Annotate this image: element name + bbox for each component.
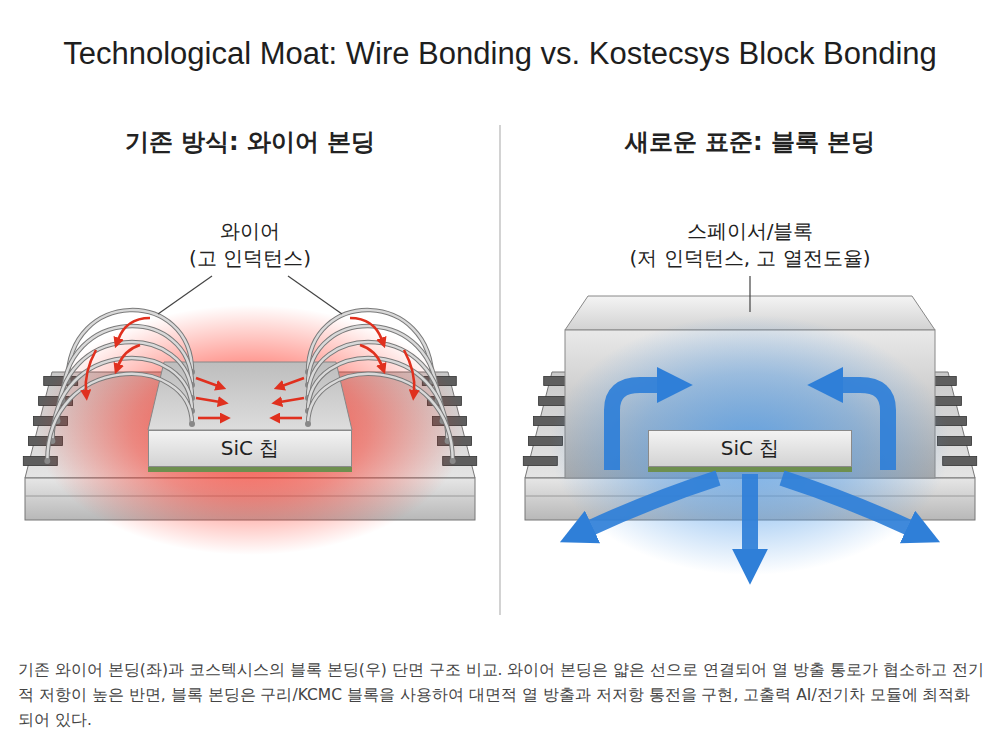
heat-flow-arrow <box>586 478 718 530</box>
heat-arrow <box>350 318 382 340</box>
bond-point <box>450 458 456 464</box>
chip-label: SiC 칩 <box>221 435 280 462</box>
heat-glow <box>35 305 465 555</box>
heat-arrow <box>86 350 96 392</box>
heat-arrow <box>196 398 220 402</box>
bond-wire-shadow <box>308 342 442 421</box>
bond-wire <box>308 342 442 421</box>
heat-arrow <box>278 417 302 420</box>
heat-arrows <box>86 318 415 418</box>
heat-arrow <box>404 350 414 392</box>
bond-point <box>44 458 50 464</box>
diagram-title: Technological Moat: Wire Bonding vs. Kos… <box>63 36 937 72</box>
heat-arrow <box>118 345 140 366</box>
chip-box: SiC 칩 <box>648 430 852 467</box>
leader-line <box>288 276 342 314</box>
die-attach-layer <box>648 467 852 472</box>
bond-wire-shadow <box>52 358 192 441</box>
heat-arrow <box>118 318 150 340</box>
panel-heading: 새로운 표준: 블록 본딩 <box>625 126 876 158</box>
part-label: (고 인덕턴스) <box>189 245 311 272</box>
die-attach-layer <box>148 467 352 472</box>
bond-wire-shadow <box>308 358 448 441</box>
cooling-glow <box>550 315 950 575</box>
heat-arrow <box>360 345 382 366</box>
part-label: 스페이서/블록 <box>687 218 814 245</box>
heat-arrow <box>198 417 222 420</box>
heat-flow-arrow <box>742 474 758 556</box>
chip-top <box>148 362 352 430</box>
bond-point <box>189 421 195 427</box>
part-label: (저 인덕턴스, 고 열전도율) <box>629 245 870 272</box>
heat-flow-arrow <box>782 478 914 530</box>
leader-line <box>749 276 750 312</box>
chip-box: SiC 칩 <box>148 430 352 467</box>
leader-line <box>158 276 212 314</box>
bond-point <box>305 421 311 427</box>
bond-wire <box>58 342 192 421</box>
heat-arrow <box>280 398 304 402</box>
panel-heading: 기존 방식: 와이어 본딩 <box>125 126 376 158</box>
part-label: 와이어 <box>220 218 280 245</box>
heat-arrow <box>196 378 218 386</box>
bond-wire <box>308 358 448 441</box>
caption: 기존 와이어 본딩(좌)과 코스텍시스의 블록 본딩(우) 단면 구조 비교. … <box>18 658 984 733</box>
bond-wires <box>44 310 455 464</box>
bond-wire <box>52 358 192 441</box>
bond-wire-shadow <box>58 342 192 421</box>
heat-arrow <box>282 378 304 386</box>
heat-flow-arrows <box>586 385 914 556</box>
panel-divider <box>499 125 500 615</box>
chip-label: SiC 칩 <box>721 435 780 462</box>
